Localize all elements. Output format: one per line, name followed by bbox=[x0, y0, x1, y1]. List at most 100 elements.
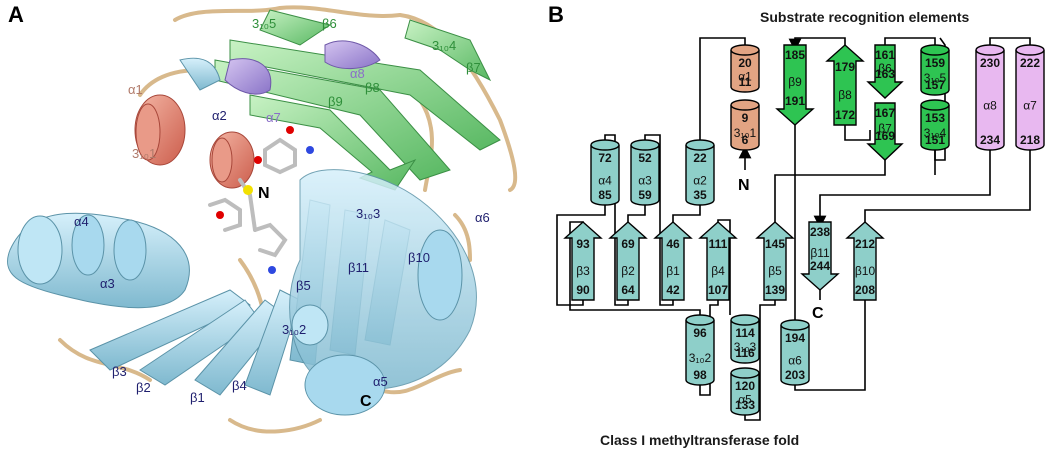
element-a5-start: 120 bbox=[735, 379, 755, 393]
element-b11-start: 238 bbox=[810, 225, 830, 239]
element-b5-end: 139 bbox=[765, 283, 785, 297]
element-a8-start: 230 bbox=[980, 56, 1000, 70]
element-a4-start: 72 bbox=[598, 151, 612, 165]
label-b11: β11 bbox=[348, 260, 369, 275]
element-b1-end: 42 bbox=[666, 283, 680, 297]
element-a3-end: 59 bbox=[638, 188, 652, 202]
element-a1-name: α1 bbox=[738, 70, 752, 84]
element-h4-end: 151 bbox=[925, 133, 945, 147]
panel-a-letter: A bbox=[8, 2, 24, 27]
label-310-2: 3₁₀2 bbox=[282, 322, 306, 337]
label-b5: β5 bbox=[296, 278, 311, 293]
element-h5-name: 3₁₀5 bbox=[924, 71, 947, 85]
label-a4: α4 bbox=[74, 214, 89, 229]
element-b9-start: 185 bbox=[785, 48, 805, 62]
topology-diagram: Substrate recognition elements Class I m… bbox=[556, 9, 1045, 448]
element-a3-name: α3 bbox=[638, 174, 652, 188]
element-h3-end: 116 bbox=[735, 346, 755, 360]
n-terminus-label: N bbox=[738, 177, 750, 194]
label-a3: α3 bbox=[100, 276, 115, 291]
element-a2-name: α2 bbox=[693, 174, 707, 188]
element-a5-end: 133 bbox=[735, 398, 755, 412]
element-b11-end: 244 bbox=[810, 259, 830, 273]
element-b9-end: 191 bbox=[785, 94, 805, 108]
element-h2-start: 96 bbox=[693, 326, 707, 340]
element-a2-start: 22 bbox=[693, 151, 707, 165]
label-310-1: 3₁₀1 bbox=[132, 146, 156, 161]
element-h1-start: 9 bbox=[742, 111, 749, 125]
element-h3-name: 3₁₀3 bbox=[734, 340, 757, 354]
element-b7-start: 167 bbox=[875, 106, 895, 120]
label-310-4: 3₁₀4 bbox=[432, 38, 456, 53]
element-h2-name: 3₁₀2 bbox=[689, 351, 712, 365]
element-h4-name: 3₁₀4 bbox=[924, 126, 947, 140]
element-b11-name: β11 bbox=[810, 246, 830, 260]
element-b10: 212 β10 208 bbox=[845, 221, 885, 301]
element-b1-name: β1 bbox=[666, 264, 680, 278]
element-b3-end: 90 bbox=[576, 283, 590, 297]
protein-ribbon-structure: α1 α2 3₁₀1 α7 α8 3₁₀5 β6 3₁₀4 β7 β8 β9 N… bbox=[7, 5, 518, 434]
element-a5-name: α5 bbox=[738, 393, 752, 407]
element-b10-start: 212 bbox=[855, 237, 875, 251]
element-b6-end: 163 bbox=[875, 67, 895, 81]
panel-b-letter: B bbox=[548, 2, 564, 27]
element-b4-end: 107 bbox=[708, 283, 728, 297]
element-a1-end: 11 bbox=[739, 75, 752, 89]
element-a6-name: α6 bbox=[788, 354, 802, 368]
label-a6: α6 bbox=[475, 210, 490, 225]
element-b7-name: β7 bbox=[878, 122, 892, 136]
label-b9: β9 bbox=[328, 94, 343, 109]
element-b3-start: 93 bbox=[576, 237, 590, 251]
element-b6-name: β6 bbox=[878, 62, 892, 76]
element-b2-name: β2 bbox=[621, 264, 635, 278]
element-a3-start: 52 bbox=[638, 151, 652, 165]
label-b3: β3 bbox=[112, 364, 127, 379]
element-b5-name: β5 bbox=[768, 264, 782, 278]
element-h1-end: 6 bbox=[742, 133, 749, 147]
element-b10-name: β10 bbox=[855, 264, 876, 278]
label-a5: α5 bbox=[373, 374, 388, 389]
element-a8-end: 234 bbox=[980, 133, 1000, 147]
element-b8-name: β8 bbox=[838, 88, 852, 102]
element-a4-end: 85 bbox=[598, 188, 612, 202]
element-b4-name: β4 bbox=[711, 264, 725, 278]
element-h5-end: 157 bbox=[925, 78, 945, 92]
element-a7-start: 222 bbox=[1020, 56, 1040, 70]
element-b10-end: 208 bbox=[855, 283, 875, 297]
element-a6-start: 194 bbox=[785, 331, 805, 345]
element-b2-end: 64 bbox=[621, 283, 635, 297]
cyan-domain bbox=[7, 57, 477, 416]
beta-sheet-top-green bbox=[214, 9, 501, 191]
class-i-fold-title: Class I methyltransferase fold bbox=[600, 432, 799, 448]
salmon-helices bbox=[134, 94, 255, 189]
element-h4-start: 153 bbox=[925, 111, 945, 125]
element-h2-end: 98 bbox=[693, 368, 707, 382]
element-b8-start: 179 bbox=[835, 60, 855, 74]
element-a1-start: 20 bbox=[738, 56, 752, 70]
element-a2-end: 35 bbox=[693, 188, 707, 202]
element-b6-start: 161 bbox=[875, 48, 895, 62]
label-c-term: C bbox=[360, 393, 372, 410]
label-a2: α2 bbox=[212, 108, 227, 123]
bound-ligand bbox=[208, 126, 314, 274]
element-h3-start: 114 bbox=[735, 326, 755, 340]
element-a7-name: α7 bbox=[1023, 99, 1037, 113]
label-a8: α8 bbox=[350, 66, 365, 81]
label-310-3: 3₁₀3 bbox=[356, 206, 380, 221]
element-h5-start: 159 bbox=[925, 56, 945, 70]
substrate-recognition-title: Substrate recognition elements bbox=[760, 9, 969, 25]
